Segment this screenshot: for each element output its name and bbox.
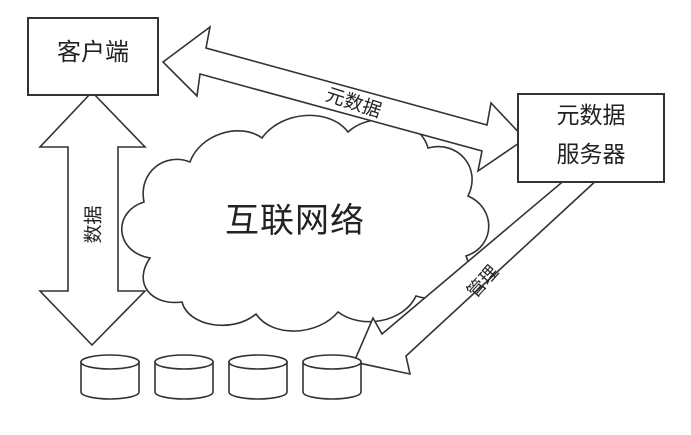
storage-group xyxy=(80,354,362,400)
storage-cylinder xyxy=(228,354,288,400)
storage-cylinder-top xyxy=(154,354,214,370)
storage-cylinder-body xyxy=(302,361,362,400)
storage-cylinder-top xyxy=(302,354,362,370)
storage-cylinder-body xyxy=(228,361,288,400)
client-box xyxy=(27,17,159,96)
storage-cylinder xyxy=(302,354,362,400)
network-cloud-shape xyxy=(120,114,490,332)
client-label: 客户端 xyxy=(57,38,129,66)
metadata-server-label-line2: 服务器 xyxy=(556,142,626,168)
storage-cylinder-top xyxy=(228,354,288,370)
storage-cylinder-top xyxy=(80,354,140,370)
storage-cylinder-body xyxy=(154,361,214,400)
data-arrow xyxy=(38,90,147,347)
management-arrow xyxy=(352,177,602,376)
storage-cylinder-body xyxy=(80,361,140,400)
data-arrow-label: 数据 xyxy=(82,205,105,244)
metadata-server-label-line1: 元数据 xyxy=(556,103,626,129)
storage-cylinder xyxy=(80,354,140,400)
network-cloud-label: 互联网络 xyxy=(225,201,365,241)
metadata-server-box xyxy=(517,93,665,183)
storage-cylinder xyxy=(154,354,214,400)
